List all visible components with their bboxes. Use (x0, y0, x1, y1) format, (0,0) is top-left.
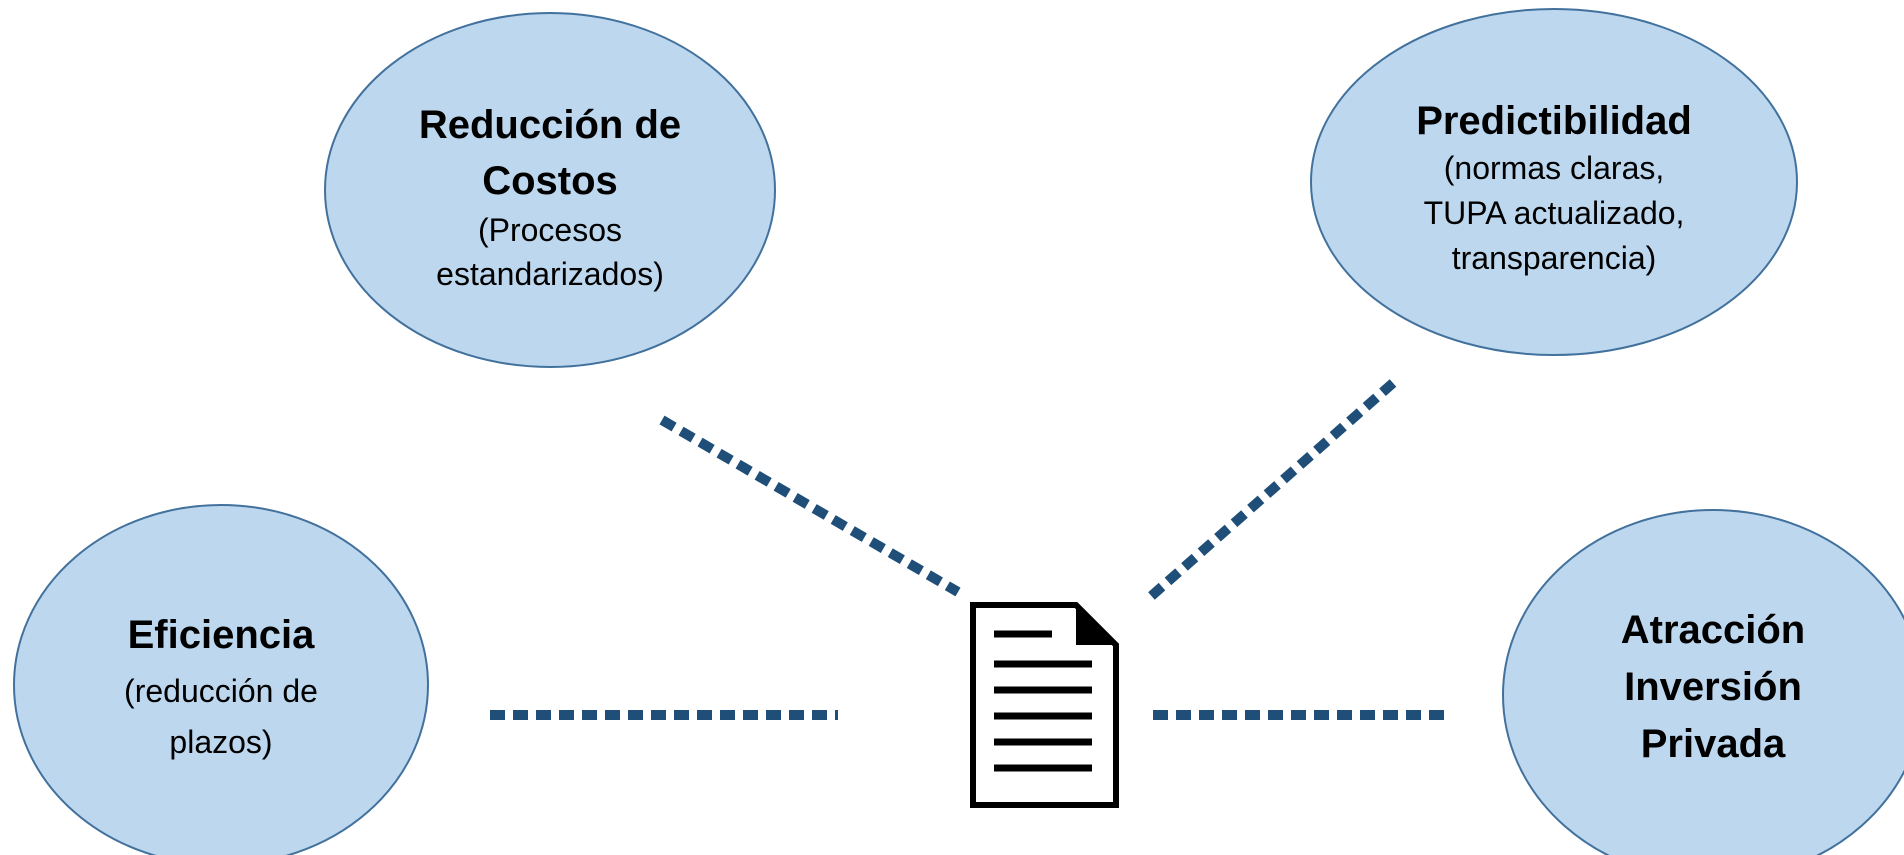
node-eficiencia-desc-line2: plazos) (169, 724, 272, 760)
node-predictibilidad-title: Predictibilidad (1416, 99, 1692, 143)
node-predictibilidad-desc-line3: transparencia) (1452, 240, 1657, 276)
node-predictibilidad: Predictibilidad (normas claras, TUPA act… (1310, 8, 1798, 356)
node-atraccion-inversion-shape (1502, 509, 1904, 855)
document-icon-outline (970, 602, 1119, 808)
connectors (490, 379, 1451, 720)
node-atraccion-inversion-title-line2: Inversión (1624, 665, 1802, 709)
node-reduccion-costos-title-line1: Reducción de (419, 103, 681, 147)
node-predictibilidad-desc-line1: (normas claras, (1444, 150, 1665, 186)
node-eficiencia-desc-line1: (reducción de (124, 673, 318, 709)
node-predictibilidad-desc-line2: TUPA actualizado, (1424, 195, 1685, 231)
connector-predictability (1144, 379, 1397, 603)
document-icon (970, 602, 1119, 808)
document-icon-corner (1076, 605, 1116, 645)
document-icon-lines (994, 630, 1092, 772)
node-eficiencia: Eficiencia (reducción de plazos) (13, 504, 429, 855)
node-atraccion-inversion: Atracción Inversión Privada (1502, 509, 1904, 855)
node-atraccion-inversion-title-line1: Atracción (1621, 608, 1806, 652)
node-reduccion-costos-title-line2: Costos (482, 159, 618, 203)
node-reduccion-costos-shape (324, 12, 776, 368)
node-eficiencia-title: Eficiencia (128, 613, 316, 657)
node-reduccion-costos: Reducción de Costos (Procesos estandariz… (324, 12, 776, 368)
node-reduccion-costos-desc-line2: estandarizados) (436, 256, 664, 292)
node-predictibilidad-shape (1310, 8, 1798, 356)
node-reduccion-costos-desc-line1: (Procesos (478, 212, 622, 248)
node-atraccion-inversion-title-line3: Privada (1641, 722, 1786, 766)
node-eficiencia-shape (13, 504, 429, 855)
connector-costs (659, 415, 961, 597)
